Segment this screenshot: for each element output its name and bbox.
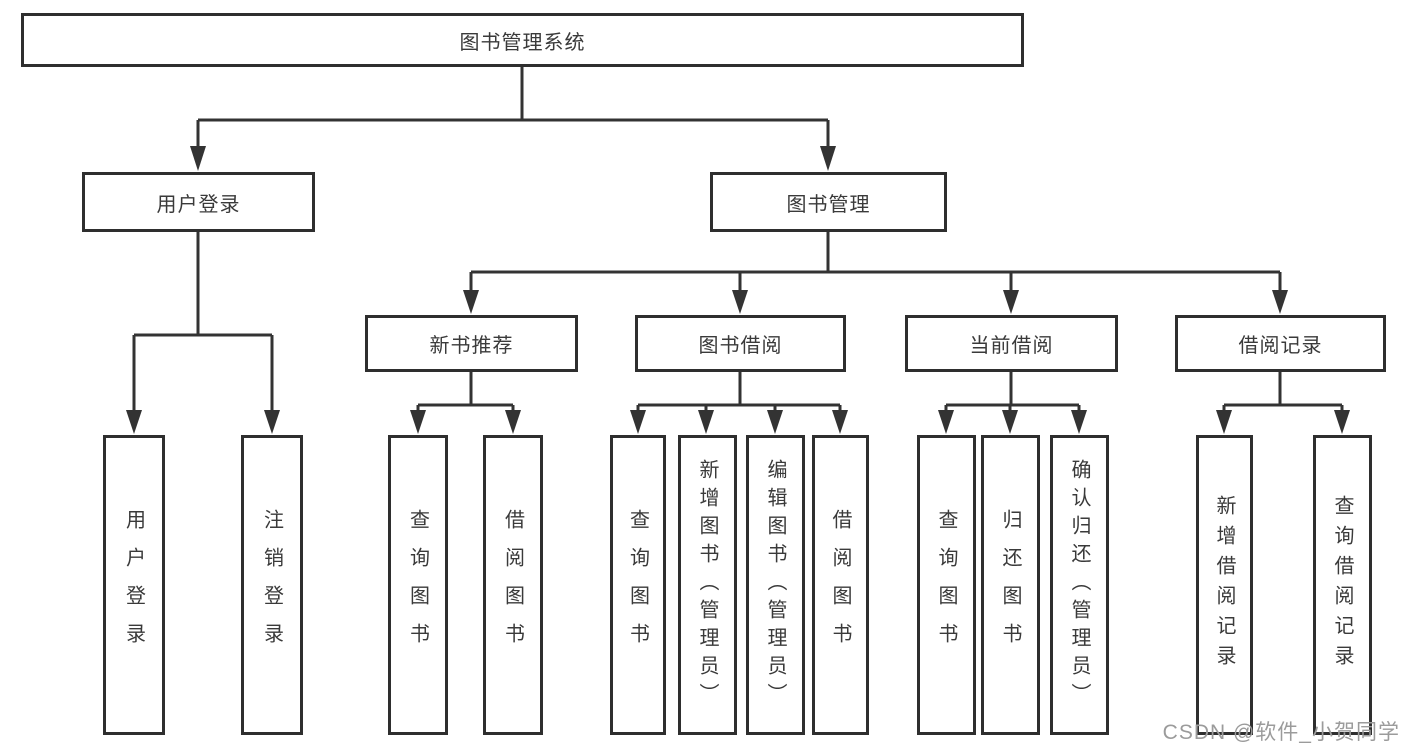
node-new-book-recommend: 新书推荐 <box>365 315 578 372</box>
leaf-edit-book-admin: 编辑图书（管理员） <box>746 435 805 735</box>
leaf-logout: 注销登录 <box>241 435 303 735</box>
node-book-management: 图书管理 <box>710 172 947 232</box>
leaf-add-book-admin: 新增图书（管理员） <box>678 435 737 735</box>
node-current-borrowing: 当前借阅 <box>905 315 1118 372</box>
leaf-query-borrow-record: 查询借阅记录 <box>1313 435 1372 735</box>
node-book-borrowing: 图书借阅 <box>635 315 846 372</box>
leaf-query-books-recommend: 查询图书 <box>388 435 448 735</box>
leaf-query-books-current: 查询图书 <box>917 435 976 735</box>
leaf-borrow-books-recommend: 借阅图书 <box>483 435 543 735</box>
leaf-confirm-return-admin: 确认归还（管理员） <box>1050 435 1109 735</box>
leaf-user-login: 用户登录 <box>103 435 165 735</box>
node-library-system: 图书管理系统 <box>21 13 1024 67</box>
leaf-borrow-books-borrowing: 借阅图书 <box>812 435 869 735</box>
arrowheads <box>126 146 1350 434</box>
leaf-return-books: 归还图书 <box>981 435 1040 735</box>
node-borrowing-records: 借阅记录 <box>1175 315 1386 372</box>
leaf-add-borrow-record: 新增借阅记录 <box>1196 435 1253 735</box>
leaf-query-books-borrowing: 查询图书 <box>610 435 666 735</box>
csdn-watermark: CSDN @软件_小贺同学 <box>1162 721 1400 744</box>
node-user-login: 用户登录 <box>82 172 315 232</box>
tree-edges <box>132 67 1344 414</box>
